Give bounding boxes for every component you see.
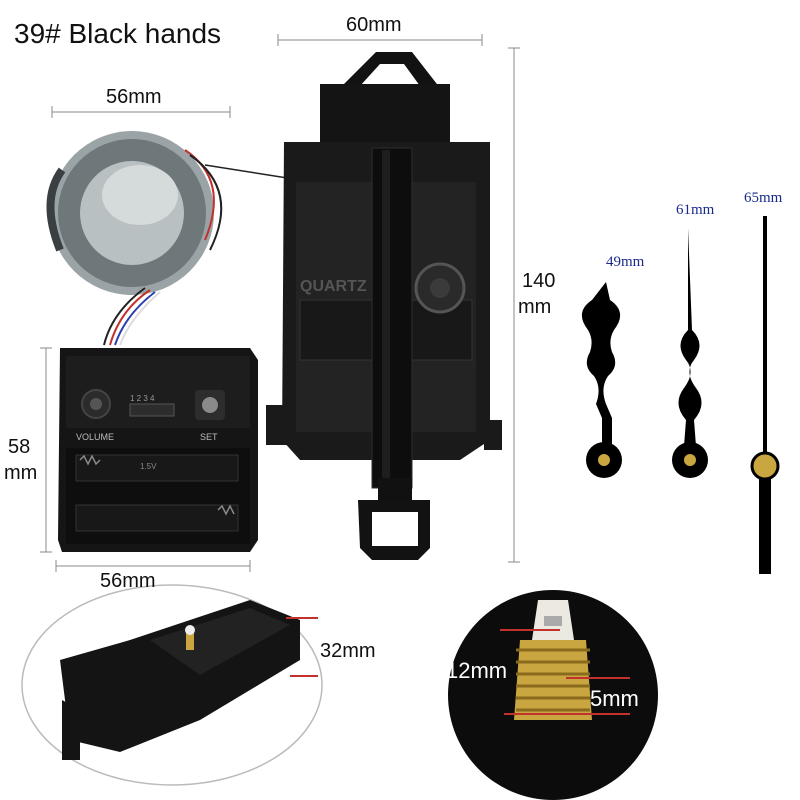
sound-box-image [58, 348, 258, 552]
shaft-length-label: 12mm [446, 658, 508, 683]
second-hand-image [750, 216, 780, 574]
box-height-value: 58 [8, 436, 31, 458]
quartz-marking: QUARTZ [300, 278, 367, 295]
pendulum-movement-image [266, 52, 502, 560]
movement-height-value: 140 [522, 270, 556, 292]
movement-height-unit: mm [518, 296, 552, 318]
dimension-lines [40, 34, 520, 572]
side-view-image [21, 584, 323, 786]
speaker-image [46, 131, 301, 346]
hour-hand-image [581, 282, 622, 478]
box-height-unit: mm [4, 462, 38, 484]
battery-marking: 1.5V [140, 462, 157, 471]
speaker-diameter-label: 56mm [106, 86, 162, 108]
set-marking: SET [200, 432, 218, 442]
page-title: 39# Black hands [14, 18, 222, 49]
movement-width-label: 60mm [346, 14, 402, 36]
volume-marking: VOLUME [76, 432, 115, 442]
thread-length-label: 5mm [590, 686, 639, 711]
minute-hand-image [672, 228, 708, 478]
movement-depth-label: 32mm [320, 640, 376, 662]
switch-positions-marking: 1 2 3 4 [130, 394, 155, 403]
shaft-closeup-image [448, 590, 658, 800]
box-width-label: 56mm [100, 570, 156, 592]
minute-hand-length-label: 61mm [676, 202, 715, 218]
second-hand-length-label: 65mm [744, 190, 783, 206]
hour-hand-length-label: 49mm [606, 254, 645, 270]
